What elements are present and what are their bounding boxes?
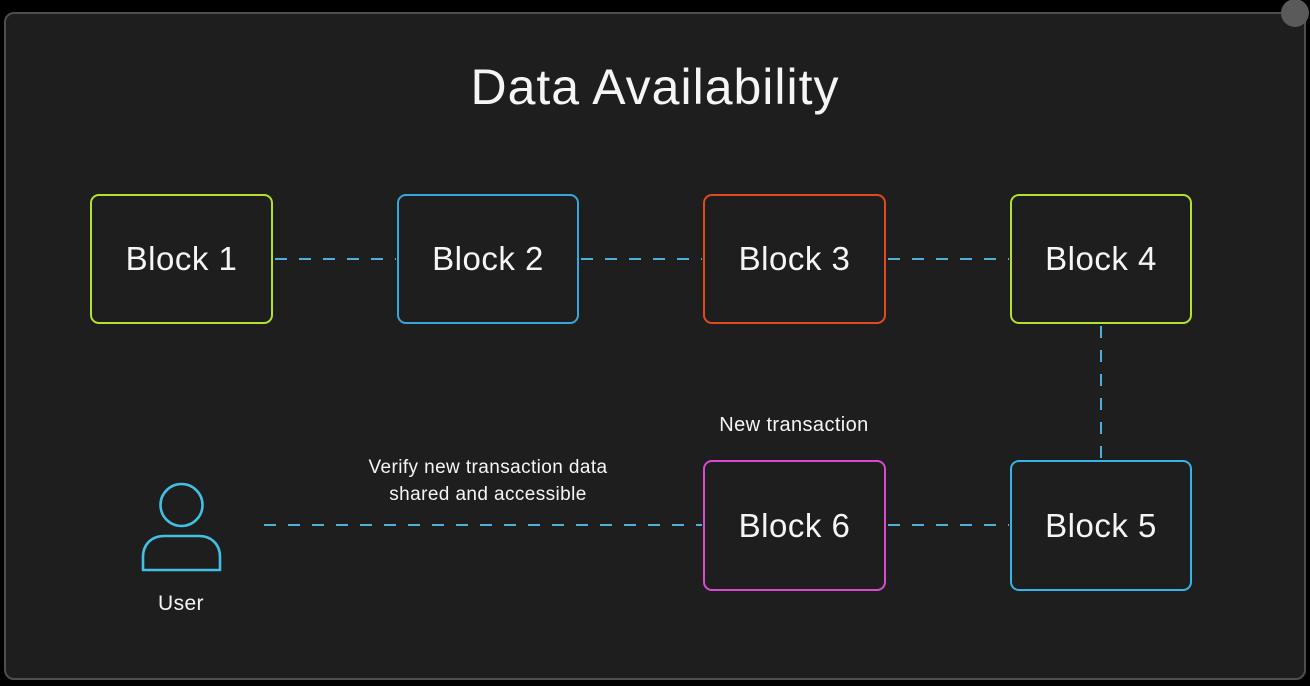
block-4: Block 4 <box>1010 194 1192 324</box>
verify-text-line2: shared and accessible <box>389 484 587 505</box>
block-2-label: Block 2 <box>432 240 544 277</box>
connector-block1-block2 <box>275 258 396 260</box>
connector-block4-block5 <box>1100 326 1102 459</box>
connector-block3-block4 <box>888 258 1009 260</box>
block-6-label: Block 6 <box>738 506 851 544</box>
block-5-label: Block 5 <box>1045 506 1157 544</box>
page-title: Data Availability <box>470 59 840 115</box>
user-label: User <box>158 592 204 615</box>
new-transaction-label: New transaction <box>719 414 869 436</box>
block-4-label: Block 4 <box>1045 240 1157 277</box>
connector-block6-block5 <box>888 524 1009 526</box>
verify-text-line1: Verify new transaction data <box>368 457 608 478</box>
block-2: Block 2 <box>397 194 579 324</box>
verify-text: Verify new transaction data shared and a… <box>310 454 666 508</box>
block-1-label: Block 1 <box>125 240 238 277</box>
block-5: Block 5 <box>1010 460 1192 591</box>
drag-handle[interactable] <box>1281 0 1309 27</box>
user-icon <box>138 482 226 574</box>
block-1: Block 1 <box>90 194 273 324</box>
connector-block2-block3 <box>581 258 702 260</box>
connector-user-block6 <box>264 524 702 526</box>
block-3: Block 3 <box>703 194 886 324</box>
block-3-label: Block 3 <box>738 240 851 277</box>
block-6: Block 6 <box>703 460 886 591</box>
